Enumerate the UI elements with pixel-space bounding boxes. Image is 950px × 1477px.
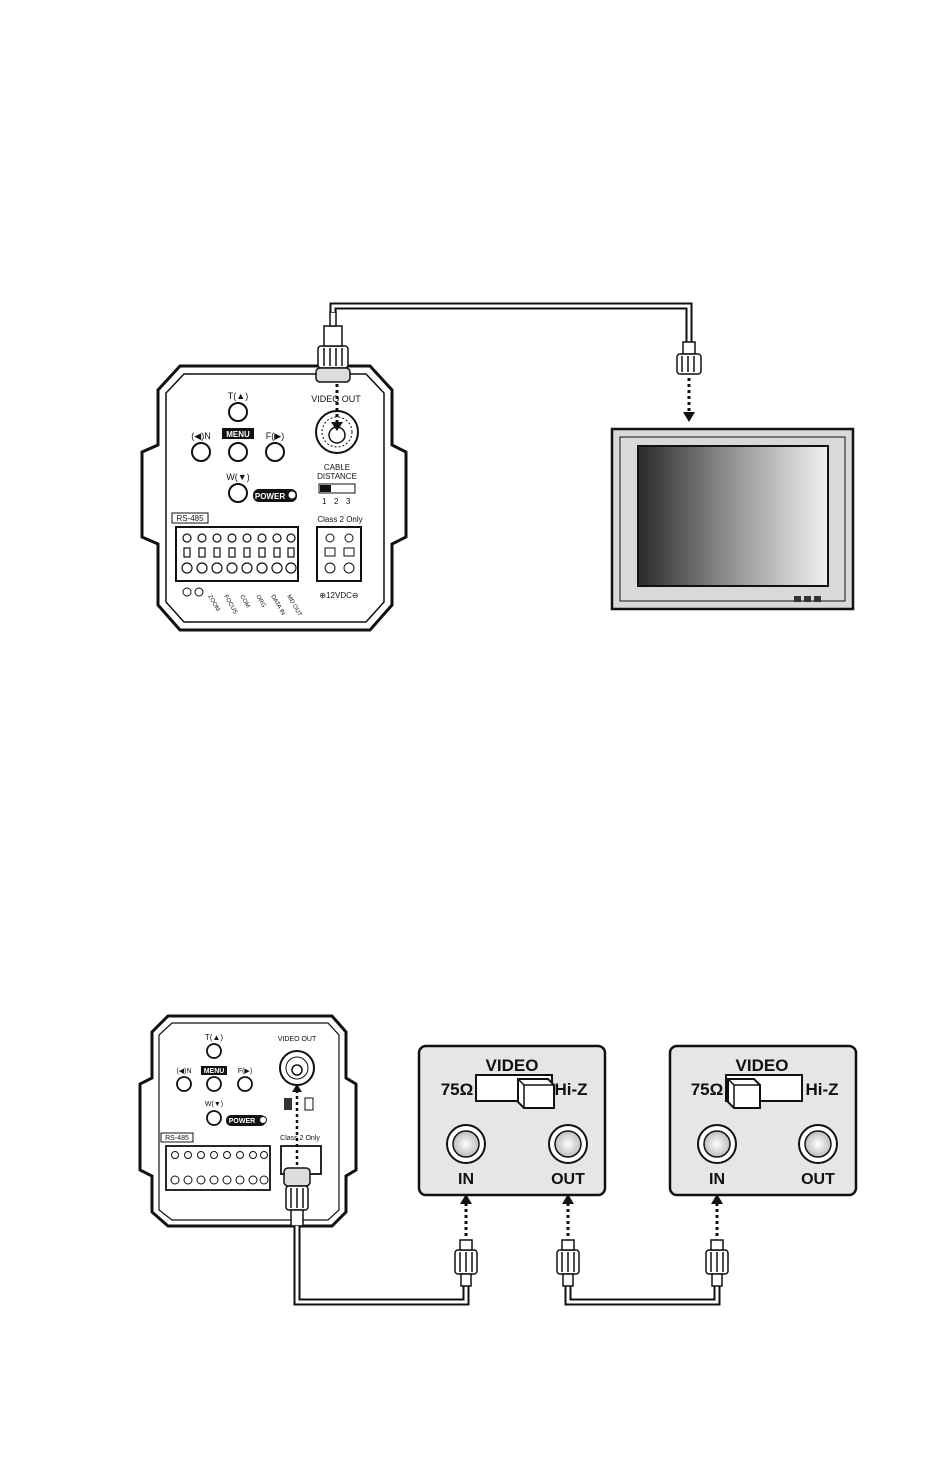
bnc-plug-monitor1-in bbox=[455, 1240, 477, 1286]
focus-button-label: F(▶) bbox=[266, 431, 284, 441]
tele-button-2[interactable] bbox=[207, 1044, 221, 1058]
camera-rear-panel-2: T(▲) (◀)N MENU F(▶) W(▼) POWER VIDEO OUT… bbox=[140, 1016, 356, 1226]
monitor-1-out-label: OUT bbox=[551, 1171, 585, 1188]
monitor-2-hiz-label: Hi-Z bbox=[805, 1080, 838, 1099]
wide-button[interactable] bbox=[229, 484, 247, 502]
cable-distance-label-1: CABLE bbox=[324, 463, 350, 472]
bnc-plug-monitor1-out bbox=[557, 1240, 579, 1286]
monitor-1-video-label: VIDEO bbox=[486, 1056, 539, 1075]
coax-cable-outline bbox=[333, 306, 689, 344]
tele-button-label: T(▲) bbox=[228, 391, 248, 401]
video-out-label-2: VIDEO OUT bbox=[278, 1036, 317, 1043]
coax-cable-2 bbox=[297, 1226, 466, 1302]
monitor-2-video-label: VIDEO bbox=[736, 1056, 789, 1075]
coax-cable bbox=[333, 306, 689, 344]
monitor-2-in-label: IN bbox=[709, 1171, 725, 1188]
class2-label-2: Class 2 Only bbox=[280, 1135, 320, 1142]
menu-button[interactable] bbox=[229, 443, 247, 461]
wide-button-label: W(▼) bbox=[226, 472, 249, 482]
switch-pos-1: 1 bbox=[322, 497, 327, 506]
class2-label: Class 2 Only bbox=[317, 515, 362, 524]
video-monitor bbox=[612, 429, 853, 609]
left-button-2[interactable] bbox=[177, 1077, 191, 1091]
switch-pos-3: 3 bbox=[346, 497, 351, 506]
diagram-2: T(▲) (◀)N MENU F(▶) W(▼) POWER VIDEO OUT… bbox=[140, 1016, 856, 1302]
focus-button[interactable] bbox=[266, 443, 284, 461]
focus-button-label-2: F(▶) bbox=[238, 1068, 252, 1075]
bnc-plug-monitor2-in bbox=[706, 1240, 728, 1286]
monitor-1-panel: VIDEO 75Ω Hi-Z IN OUT bbox=[419, 1046, 605, 1195]
rs485-label-2: RS-485 bbox=[165, 1135, 189, 1142]
wide-button-label-2: W(▼) bbox=[205, 1101, 223, 1108]
power-label-2: POWER bbox=[229, 1118, 255, 1125]
power-label: POWER bbox=[255, 492, 285, 501]
monitor-2-75ohm-label: 75Ω bbox=[691, 1080, 724, 1099]
left-button[interactable] bbox=[192, 443, 210, 461]
monitor-1-75ohm-label: 75Ω bbox=[441, 1080, 474, 1099]
left-button-label: (◀)N bbox=[191, 431, 210, 441]
monitor-1-hiz-label: Hi-Z bbox=[554, 1080, 587, 1099]
tele-button-label-2: T(▲) bbox=[205, 1033, 223, 1042]
monitor-2-panel: VIDEO 75Ω Hi-Z IN OUT bbox=[670, 1046, 856, 1195]
focus-button-2[interactable] bbox=[238, 1077, 252, 1091]
rs485-label: RS-485 bbox=[176, 514, 204, 523]
tele-button[interactable] bbox=[229, 403, 247, 421]
camera-rear-panel: T(▲) (◀)N MENU F(▶) W(▼) POWER VIDEO OUT… bbox=[142, 366, 406, 630]
bnc-plug-monitor bbox=[677, 342, 701, 374]
diagram-1: T(▲) (◀)N MENU F(▶) W(▼) POWER VIDEO OUT… bbox=[142, 306, 853, 630]
monitor-2-out-label: OUT bbox=[801, 1171, 835, 1188]
power-input-label: ⊕12VDC⊖ bbox=[319, 591, 358, 600]
menu-button-label: MENU bbox=[226, 430, 250, 439]
bnc-plug-camera bbox=[316, 312, 350, 382]
switch-pos-2: 2 bbox=[334, 497, 339, 506]
coax-cable-outline-3 bbox=[568, 1286, 717, 1302]
wide-button-2[interactable] bbox=[207, 1111, 221, 1125]
left-button-label-2: (◀)N bbox=[176, 1068, 191, 1075]
monitor-screen bbox=[638, 446, 828, 586]
menu-button-2[interactable] bbox=[207, 1077, 221, 1091]
monitor-1-in-label: IN bbox=[458, 1171, 474, 1188]
coax-cable-outline-2 bbox=[297, 1226, 466, 1302]
cable-distance-label-2: DISTANCE bbox=[317, 472, 357, 481]
menu-label-2: MENU bbox=[204, 1068, 225, 1075]
